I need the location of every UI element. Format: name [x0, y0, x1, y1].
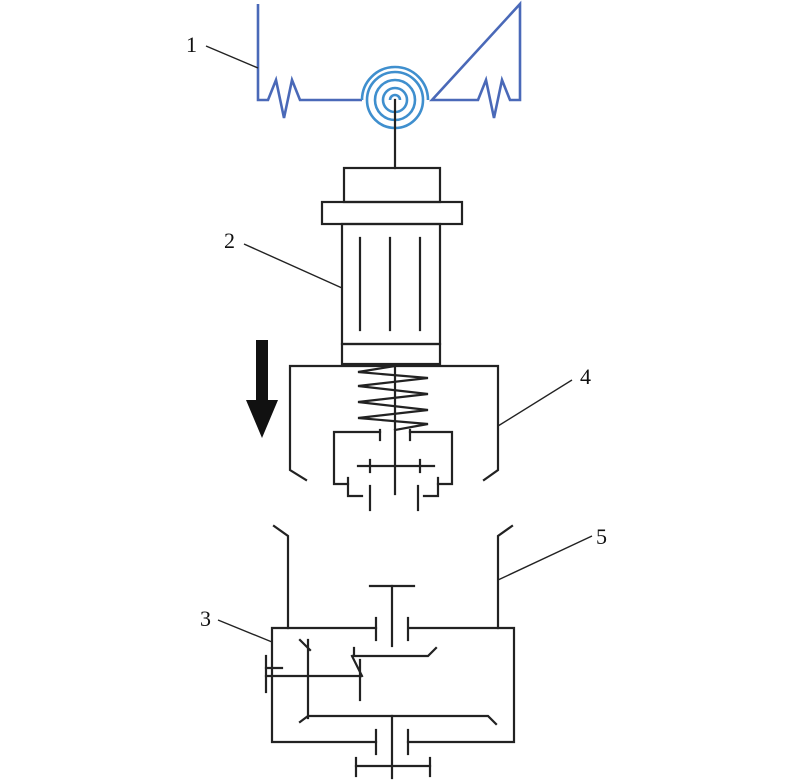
leader-line-5 — [497, 535, 593, 581]
leader-line-2 — [243, 243, 343, 289]
arrow-head — [246, 400, 278, 438]
arrow-shaft — [256, 340, 268, 402]
leader-line-3 — [217, 619, 273, 643]
blue-frame-outline — [256, 0, 522, 119]
gearbox-outline — [270, 626, 516, 744]
lower-clutch-frame — [346, 476, 440, 498]
motor-flange — [320, 200, 464, 226]
leader-line-1 — [205, 45, 259, 69]
upper-clutch-frame — [332, 430, 454, 486]
part-label-2: 2 — [224, 228, 235, 253]
down-arrow-icon — [246, 340, 278, 438]
leader-line-4 — [497, 379, 573, 427]
spring-frame-part-1 — [256, 0, 522, 170]
part-label-1: 1 — [186, 32, 197, 57]
part-label-3: 3 — [200, 606, 211, 631]
upper-housing-part-4 — [288, 364, 500, 512]
coil-spring — [357, 364, 429, 432]
gearbox-part-3 — [264, 584, 516, 780]
motor-base — [340, 342, 442, 366]
lower-housing-left-wall — [272, 524, 290, 630]
part-label-4: 4 — [580, 364, 591, 389]
bevel-gear-upper — [352, 646, 438, 658]
motor-top-cap — [342, 166, 442, 204]
spiral-spring — [360, 65, 430, 130]
inner-tick — [298, 638, 312, 652]
lower-housing-right-wall — [496, 524, 514, 630]
motor-part-2 — [320, 166, 464, 366]
lower-housing-part-5 — [272, 524, 514, 630]
part-label-5: 5 — [596, 524, 607, 549]
bevel-gear-lower — [298, 714, 498, 726]
